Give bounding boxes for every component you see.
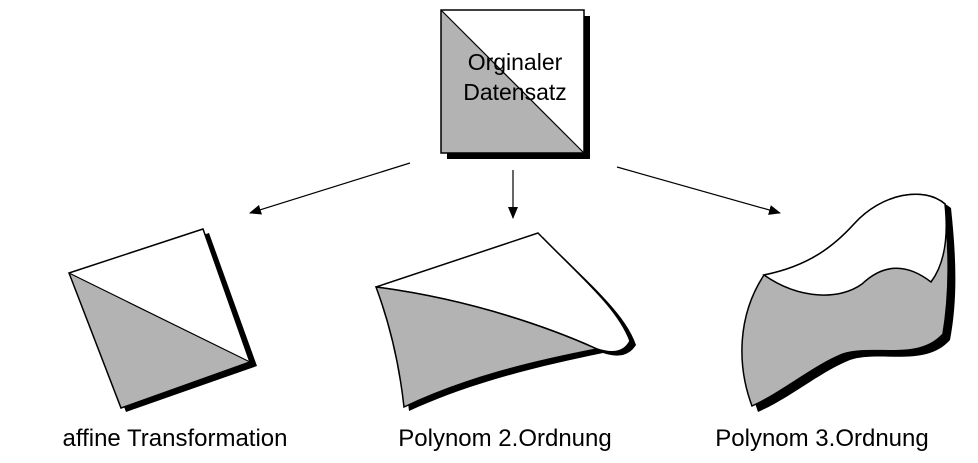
affine-diagonal — [68, 272, 251, 363]
poly2-transform-shape — [374, 232, 636, 411]
label-polynom-3: Polynom 3.Ordnung — [715, 425, 928, 452]
affine-gray-half — [69, 273, 250, 408]
original-dataset-border — [440, 9, 585, 154]
arrow-to-affine — [249, 162, 411, 215]
original-dataset-node: Orginaler Datensatz — [440, 9, 590, 159]
arrow-to-poly3 — [616, 166, 781, 215]
label-affine-transformation: affine Transformation — [62, 425, 287, 452]
original-dataset-label-line1: Orginaler — [468, 49, 563, 75]
affine-transform-shape — [68, 228, 257, 412]
affine-white-half — [69, 229, 250, 362]
original-dataset-label-line2: Datensatz — [463, 79, 567, 105]
poly3-white-top — [762, 193, 947, 296]
poly2-gray-part — [374, 286, 600, 409]
original-dataset-diagonal — [440, 9, 585, 154]
poly3-transform-shape — [741, 193, 956, 412]
label-polynom-2: Polynom 2.Ordnung — [398, 425, 611, 452]
